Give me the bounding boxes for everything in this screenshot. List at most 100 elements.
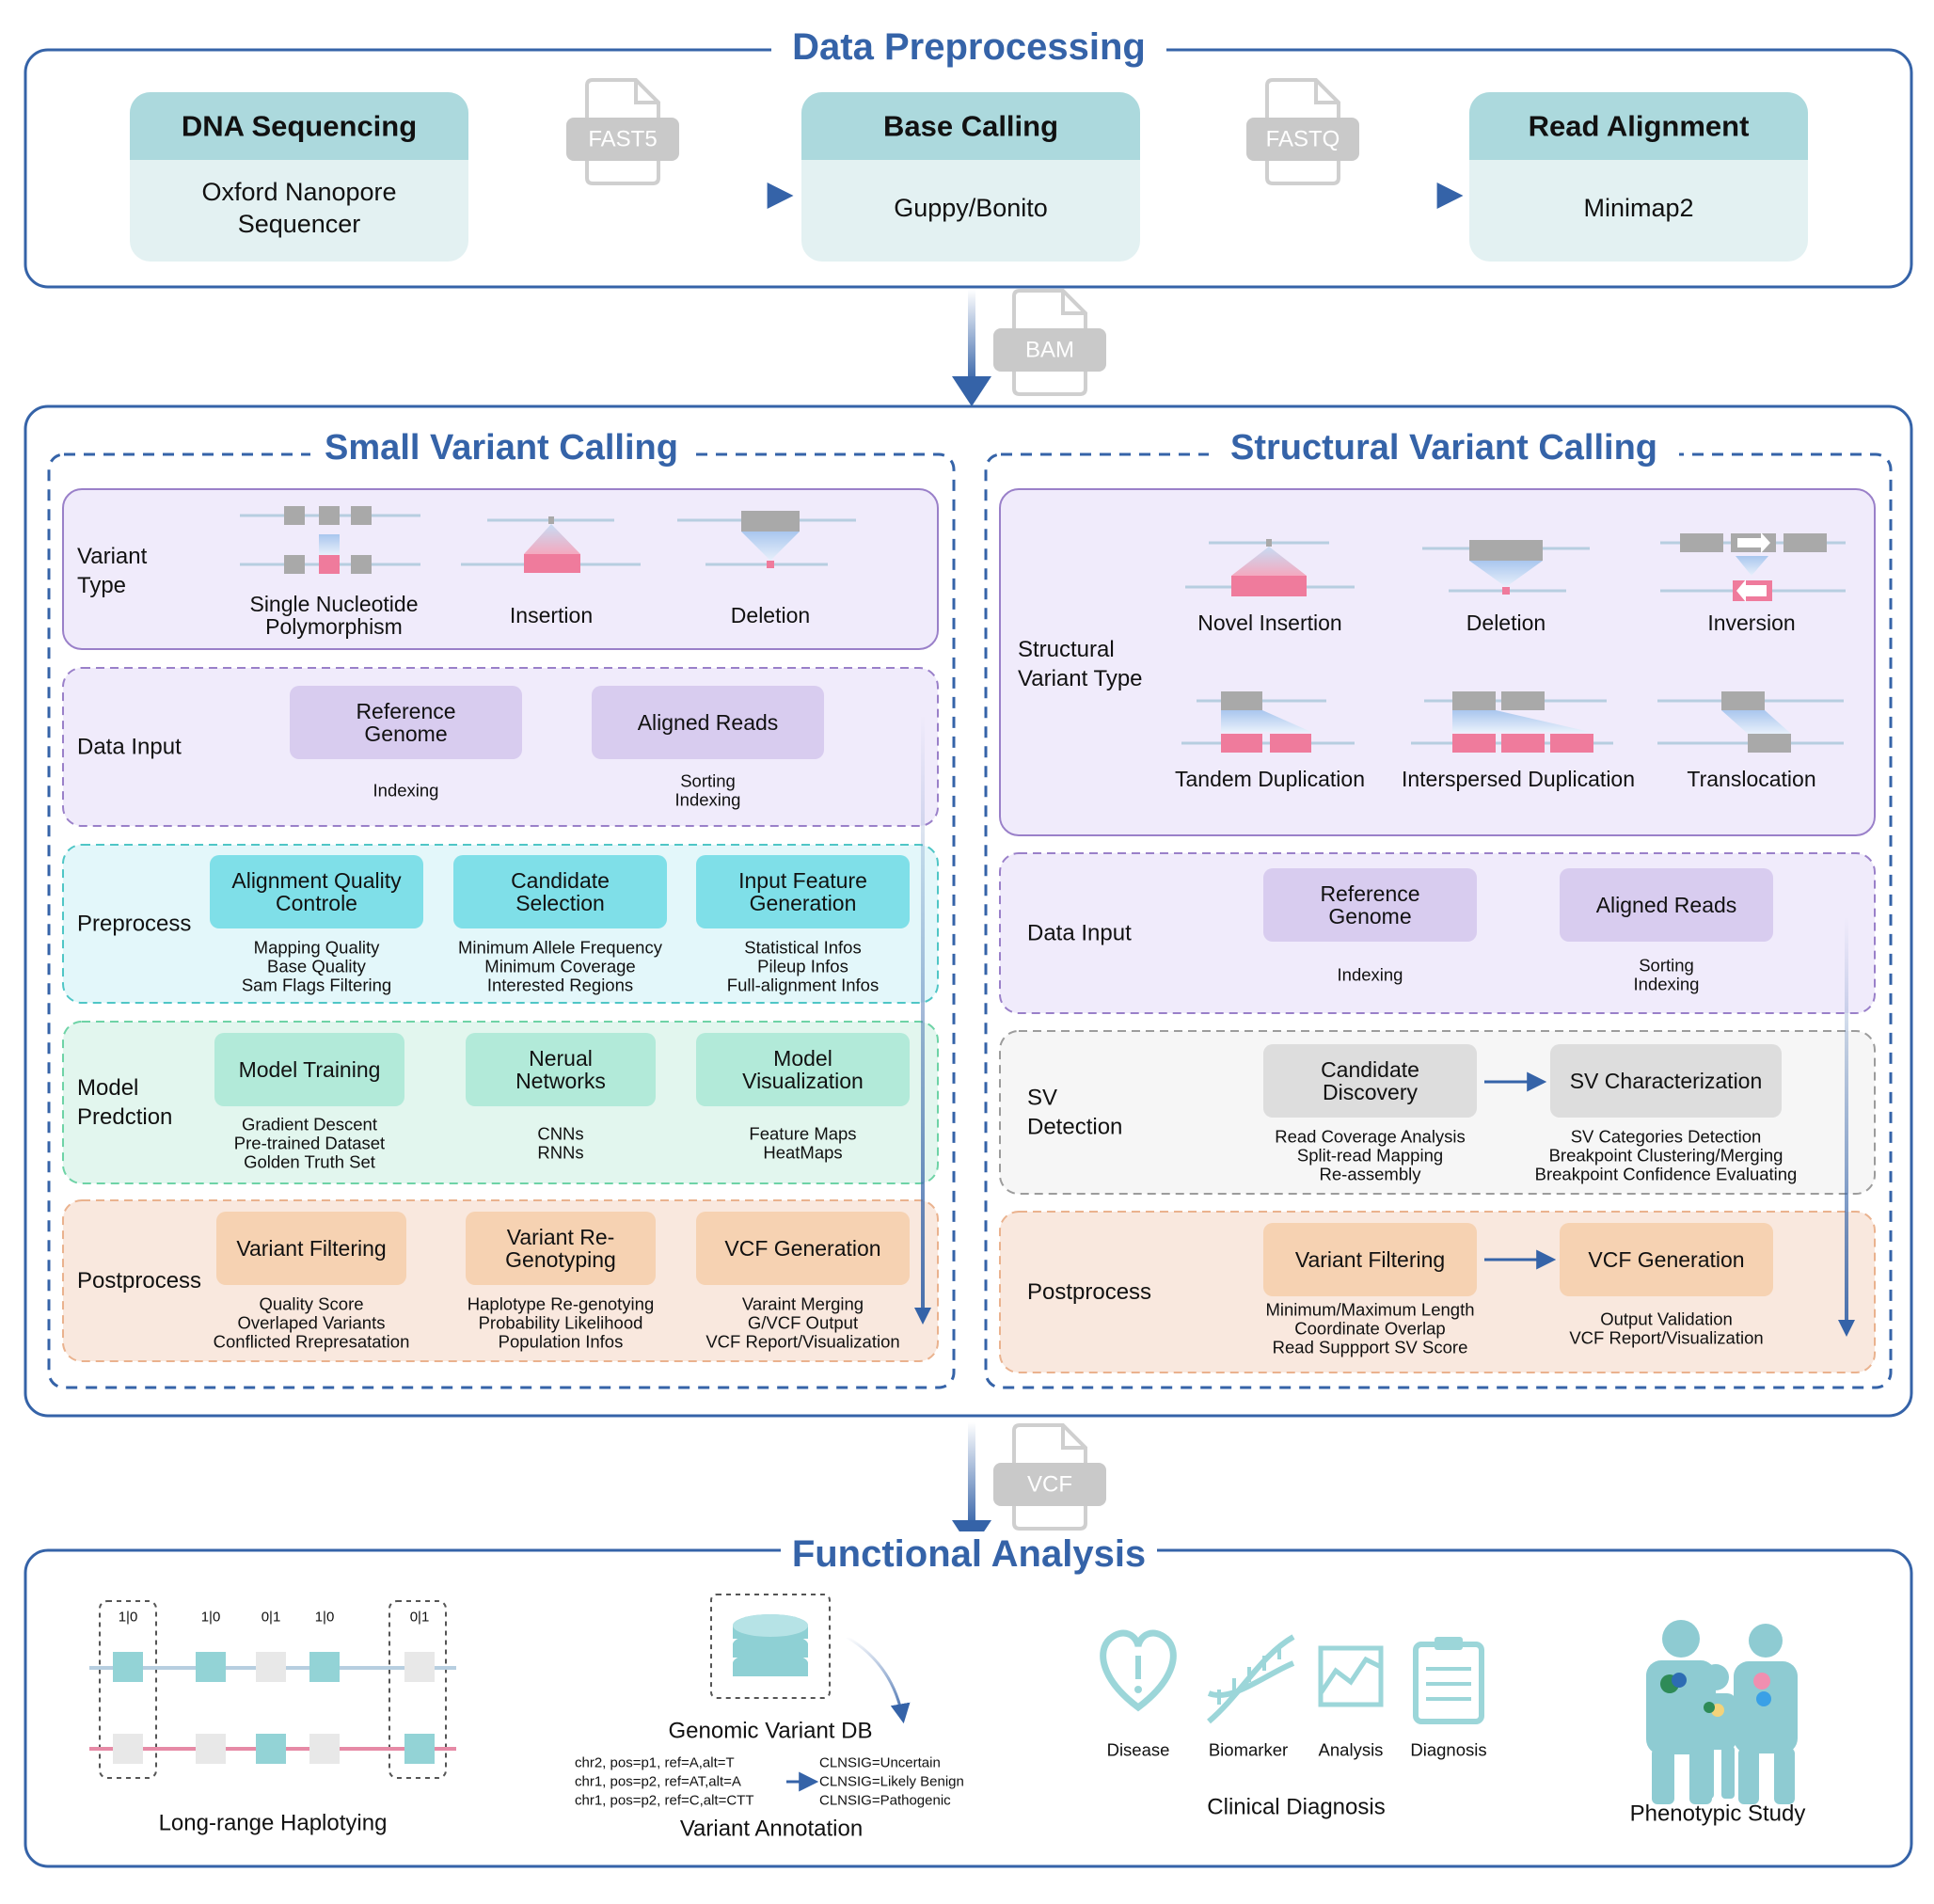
process-box-notes-line: Feature Maps — [749, 1124, 856, 1144]
phase-block — [99, 1600, 157, 1779]
row-label-line: Data Input — [77, 735, 182, 760]
sv-flow-shaft — [1845, 917, 1848, 1325]
process-box-label-line: Genome — [1328, 904, 1411, 928]
clinical-icon-label: Disease — [1107, 1740, 1170, 1760]
clinical-caption: Clinical Diagnosis — [1207, 1795, 1385, 1820]
preprocessing-title: Data Preprocessing — [792, 26, 1146, 68]
step-body-text: Minimap2 — [1583, 194, 1693, 222]
row-label-line: Type — [77, 573, 126, 598]
row-label: Postprocess — [77, 1268, 201, 1293]
inserted-seq — [1231, 576, 1307, 596]
process-box-notes-line: Varaint Merging — [742, 1294, 864, 1314]
process-box-notes-line: Quality Score — [259, 1294, 363, 1314]
insert-point — [548, 516, 554, 524]
deletion-wedge — [1469, 561, 1543, 587]
process-box-notes-line: Indexing — [675, 790, 741, 810]
sv-type-label: Novel Insertion — [1197, 611, 1341, 635]
leg — [1738, 1748, 1759, 1804]
allele-top — [309, 1652, 340, 1682]
annotation-result: CLNSIG=Pathogenic — [819, 1793, 951, 1809]
structural-variant-title: Structural Variant Calling — [1230, 428, 1657, 468]
small-variant-type-row — [62, 488, 939, 650]
allele-bottom — [256, 1734, 286, 1764]
file-corner-fold — [634, 80, 658, 104]
process-box-notes-line: Population Infos — [499, 1332, 624, 1352]
file-tag — [993, 1463, 1106, 1506]
process-box-label-line: Model — [773, 1046, 832, 1071]
functional-title: Functional Analysis — [792, 1533, 1146, 1575]
annotation-result: CLNSIG=Uncertain — [819, 1755, 941, 1771]
process-box-label-line: Candidate — [511, 868, 610, 893]
process-box-label-line: Reference — [356, 699, 455, 723]
allele-top — [404, 1652, 435, 1682]
organ-mark — [1756, 1691, 1771, 1706]
bam-file-icon: BAM — [993, 289, 1106, 396]
step-header-fill — [130, 132, 468, 160]
process-box-label-line: Reference — [1320, 881, 1419, 906]
adult-head — [1749, 1624, 1783, 1658]
phase-block — [388, 1600, 447, 1779]
sv-type-label: Translocation — [1687, 767, 1815, 791]
process-box-label-line: Genome — [364, 722, 447, 746]
process-box-label-line: Aligned Reads — [638, 710, 779, 735]
step-header-fill — [1469, 132, 1808, 160]
row-label-line: Postprocess — [1027, 1279, 1151, 1305]
copy — [1270, 734, 1311, 753]
genotype-label: 1|0 — [201, 1610, 221, 1626]
vcf-record: chr1, pos=p2, ref=C,alt=CTT — [575, 1793, 754, 1809]
title-backdrop — [771, 26, 1166, 73]
row-label-line: Structural — [1018, 637, 1115, 662]
flank — [1680, 533, 1723, 552]
process-box-notes-line: Minimum Coverage — [484, 957, 635, 976]
insertion-wedge — [524, 524, 580, 554]
allele-top — [256, 1652, 286, 1682]
process-box-label-line: Controle — [276, 891, 357, 915]
clinical-icon-label: Diagnosis — [1410, 1740, 1486, 1760]
step-header-fill — [801, 132, 1140, 160]
process-box-notes-line: HeatMaps — [763, 1143, 842, 1163]
base-gray — [284, 555, 305, 574]
process-box-label-line: Selection — [515, 891, 605, 915]
seq — [1221, 691, 1262, 710]
process-box-label: Aligned Reads — [1596, 893, 1737, 917]
process-box-notes-line: Indexing — [1338, 965, 1403, 985]
process-box — [1560, 1223, 1773, 1296]
process-box-label-line: Networks — [515, 1069, 606, 1093]
process-box-notes: Indexing — [1338, 965, 1403, 985]
process-box-notes-line: SV Categories Detection — [1571, 1127, 1762, 1147]
process-box-notes-line: Pileup Infos — [757, 957, 848, 976]
base-pink — [319, 555, 340, 574]
process-box-notes-line: Read Coverage Analysis — [1275, 1127, 1466, 1147]
process-box — [453, 855, 667, 928]
file-tag — [993, 328, 1106, 372]
allele-bottom — [196, 1734, 226, 1764]
allele-bottom — [113, 1734, 143, 1764]
snp-change — [319, 534, 340, 555]
copy — [1221, 734, 1262, 753]
process-box — [1550, 1044, 1782, 1118]
copy — [1501, 734, 1545, 753]
process-box-label-line: Variant Filtering — [1295, 1247, 1445, 1272]
process-box-notes-line: Overlaped Variants — [238, 1313, 386, 1333]
insertion-wedge — [1231, 547, 1307, 576]
